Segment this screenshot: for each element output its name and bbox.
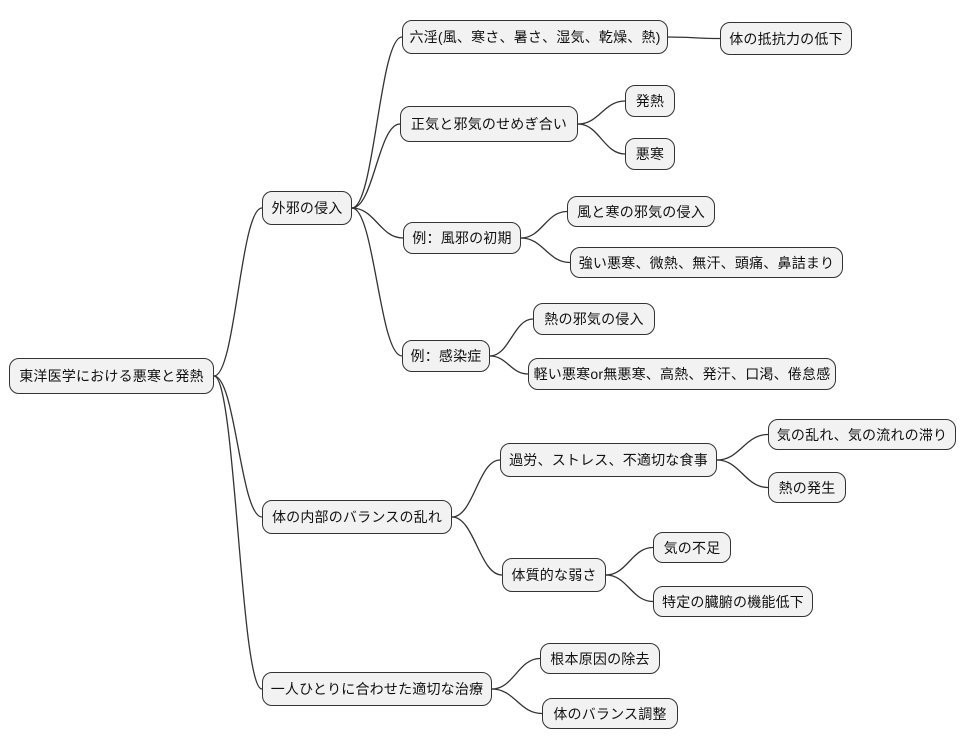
- mindmap-node-n1b2: 悪寒: [625, 138, 675, 170]
- mindmap-node-n2b: 体質的な弱さ: [502, 558, 606, 592]
- edge-n1d-n1d2: [489, 355, 529, 375]
- edge-n2b-n2b2: [605, 574, 654, 603]
- mindmap-node-n1a: 六淫(風、寒さ、暑さ、湿気、乾燥、熱): [402, 20, 668, 54]
- mindmap-node-n3a: 根本原因の除去: [540, 643, 660, 674]
- edge-n2a-n2a2: [716, 459, 769, 489]
- mindmap-node-n1c: 例：風邪の初期: [403, 222, 521, 254]
- edge-n2b-n2b1: [605, 546, 654, 576]
- edge-n1-n1d: [351, 207, 403, 357]
- edge-n3-n3a: [491, 657, 541, 690]
- edge-n1-n1c: [351, 207, 404, 239]
- edge-root-n1: [213, 207, 263, 377]
- mindmap-node-n1b1: 発熱: [625, 85, 675, 117]
- mindmap-node-n1d: 例：感染症: [402, 340, 490, 372]
- mindmap-node-n1a1: 体の抵抗力の低下: [720, 22, 852, 55]
- edge-n1b-n1b2: [577, 123, 626, 155]
- edge-n3-n3b: [491, 688, 543, 715]
- mindmap-node-n1b: 正気と邪気のせめぎ合い: [400, 106, 578, 142]
- mindmap-node-n2: 体の内部のバランスの乱れ: [262, 500, 452, 534]
- mindmap-node-n2a2: 熱の発生: [768, 472, 846, 503]
- mindmap-node-n1d1: 熱の邪気の侵入: [533, 303, 655, 335]
- edge-n2-n2a: [451, 459, 501, 518]
- edge-n1b-n1b1: [577, 100, 626, 125]
- mindmap-node-n2b2: 特定の臓腑の機能低下: [653, 586, 813, 617]
- mindmap-node-n2b1: 気の不足: [653, 532, 731, 563]
- edge-root-n2: [213, 375, 263, 518]
- edge-n1d-n1d1: [489, 318, 534, 357]
- mindmap-node-n1c2: 強い悪寒、微熱、無汗、頭痛、鼻詰まり: [570, 247, 843, 278]
- edge-n2a-n2a1: [716, 433, 769, 461]
- mindmap-root-node: 東洋医学における悪寒と発熱: [9, 358, 214, 394]
- edge-n1-n1a: [351, 36, 403, 209]
- edge-n1-n1b: [351, 123, 401, 209]
- edge-n1c-n1c2: [520, 237, 571, 264]
- edge-n1a-n1a1: [667, 36, 721, 40]
- mindmap-node-n1d2: 軽い悪寒or無悪寒、高熱、発汗、口渇、倦怠感: [528, 358, 836, 390]
- edge-n1c-n1c1: [520, 210, 568, 239]
- mindmap-node-n2a1: 気の乱れ、気の流れの滞り: [768, 419, 956, 450]
- mindmap-node-n1c1: 風と寒の邪気の侵入: [567, 196, 715, 227]
- mindmap-node-n1: 外邪の侵入: [262, 191, 352, 225]
- edge-n2-n2b: [451, 516, 503, 576]
- edge-root-n3: [213, 375, 263, 690]
- mindmap-node-n3: 一人ひとりに合わせた適切な治療: [262, 672, 492, 706]
- mindmap-node-n2a: 過労、ストレス、不適切な食事: [500, 443, 717, 477]
- mindmap-node-n3b: 体のバランス調整: [542, 698, 678, 729]
